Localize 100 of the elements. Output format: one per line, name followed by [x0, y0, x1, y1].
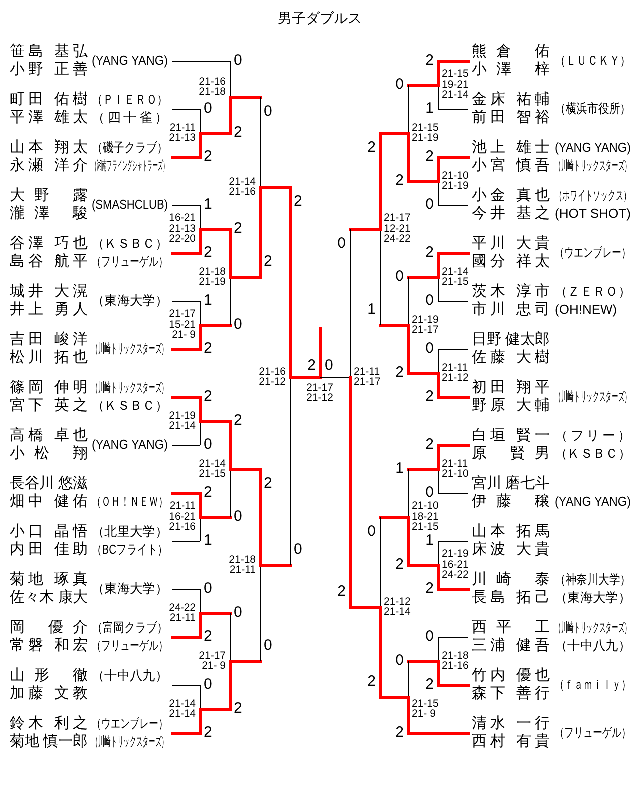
match-score: 2: [234, 220, 242, 238]
set-score: 21-14: [169, 708, 196, 720]
match-score: 2: [204, 388, 212, 406]
set-score: 24-22: [169, 602, 196, 614]
match-score: 0: [264, 103, 272, 121]
club-name: （ＫＳＢＣ）: [555, 446, 631, 462]
player-name: 谷澤 巧也: [10, 235, 88, 253]
set-score: 21-19: [442, 548, 469, 560]
match-score: 2: [204, 724, 212, 742]
set-score: 21-10: [412, 500, 439, 512]
player-name: 高橋 卓也: [10, 427, 88, 445]
set-score: 12-21: [384, 222, 411, 235]
match-score: 2: [264, 475, 272, 493]
set-score: 21-13: [169, 222, 196, 235]
match-score: 0: [204, 580, 212, 598]
set-score: 19-21: [442, 78, 469, 91]
match-score: 1: [204, 532, 212, 550]
player-name: 白垣 賢一: [472, 427, 550, 445]
match-score: 0: [396, 652, 404, 670]
player-name: 山形 徹: [10, 667, 88, 685]
player-name: 内田 佳助: [10, 541, 88, 559]
set-score: 21-11: [170, 500, 196, 512]
set-score: 21-14: [169, 698, 196, 710]
player-name: 山本 翔太: [10, 139, 88, 157]
set-score: 21-12: [306, 392, 334, 405]
player-name: 鈴木 利之: [10, 715, 88, 733]
club-name: （川崎トリックスターズ）: [555, 390, 631, 404]
player-name: 茨木 淳市: [472, 283, 550, 301]
match-score: 2: [308, 357, 316, 375]
player-name: 竹内 優也: [472, 667, 550, 685]
set-score: 21-19: [412, 132, 439, 144]
set-score: 21-15: [412, 521, 439, 534]
match-score: 0: [426, 340, 434, 358]
match-score: 2: [294, 193, 302, 211]
match-score: 2: [396, 724, 404, 742]
match-score: 2: [426, 52, 434, 70]
set-score: 21-17: [306, 382, 334, 394]
match-score: 2: [426, 148, 434, 166]
club-name: (YANG YANG): [555, 494, 631, 510]
club-name: （ウエンブレー）: [555, 246, 631, 260]
club-name: （ＺＥＲＯ）: [555, 284, 631, 300]
match-score: 2: [204, 148, 212, 166]
club-name: （ホワイトソックス）: [555, 188, 631, 204]
club-name: （ＬＵＣＫＹ）: [555, 54, 631, 68]
match-score: 2: [396, 556, 404, 574]
player-name: 熊倉 佑: [472, 43, 550, 61]
match-score: 2: [234, 412, 242, 430]
player-name: 小口 晶悟: [10, 523, 88, 541]
match-score: 2: [204, 484, 212, 502]
player-name: 池上 雄士: [472, 139, 550, 157]
player-name: 前田 智裕: [472, 109, 550, 127]
match-score: 2: [204, 244, 212, 262]
player-name: 小宮 慎吾: [472, 157, 550, 175]
match-score: 1: [426, 532, 434, 550]
club-name: （富岡クラブ）: [92, 620, 168, 636]
set-score: 21-18: [229, 554, 256, 566]
set-score: 21-19: [199, 276, 226, 288]
match-score: 0: [325, 357, 334, 375]
club-name: （北里大学）: [92, 524, 168, 540]
player-name: 西平 工: [472, 619, 550, 637]
match-score: 0: [234, 316, 242, 334]
player-name: 岡 優介: [10, 619, 88, 637]
match-score: 0: [234, 604, 242, 622]
set-score: 21-11: [354, 366, 380, 378]
set-score: 21-16: [442, 660, 469, 672]
set-score: 21-15: [412, 698, 439, 710]
player-name: 國分 祥太: [472, 253, 550, 271]
set-score: 21- 9: [412, 708, 436, 720]
match-score: 2: [426, 580, 434, 598]
set-score: 21-16: [169, 521, 196, 534]
player-name: 平川 大貴: [472, 235, 550, 253]
match-score: 0: [264, 637, 272, 655]
club-name: （川崎トリックスターズ）: [92, 734, 168, 750]
club-name: （湘南フライングシャトラーズ）: [92, 158, 168, 174]
match-score: 2: [234, 700, 242, 718]
set-score: 21-17: [412, 324, 439, 336]
set-score: 21-11: [170, 612, 196, 624]
player-name: 畑中 健佑: [10, 493, 88, 511]
set-score: 21-16: [199, 76, 226, 88]
match-score: 2: [426, 436, 434, 454]
player-name: 金床 祐輔: [472, 91, 550, 109]
set-score: 21-14: [442, 89, 469, 102]
club-name: （ＯＨ！ＮＥＷ）: [92, 494, 168, 510]
club-name: （十中八九）: [92, 668, 168, 684]
club-name: （東海大学）: [555, 590, 631, 606]
player-name: 井上 勇人: [10, 301, 88, 319]
set-score: 21-11: [442, 362, 468, 374]
match-score: 1: [204, 196, 212, 214]
club-name: (OH!NEW): [555, 302, 618, 318]
player-name: 篠岡 伸明: [10, 379, 88, 397]
club-name: (SMASHCLUB): [92, 198, 168, 212]
set-score: 21-19: [412, 314, 439, 326]
player-name: 菊地 琢真: [10, 571, 88, 589]
player-name: 菊地 慎一郎: [10, 733, 88, 751]
club-name: （ｆａｍｉｌｙ）: [555, 678, 631, 692]
player-name: 城井 大滉: [10, 283, 88, 301]
player-name: 佐藤 大樹: [472, 349, 550, 367]
player-name: 平澤 雄太: [10, 109, 88, 127]
player-name: 床波 大貴: [472, 541, 550, 559]
player-name: 長谷川 悠滋: [10, 475, 88, 493]
